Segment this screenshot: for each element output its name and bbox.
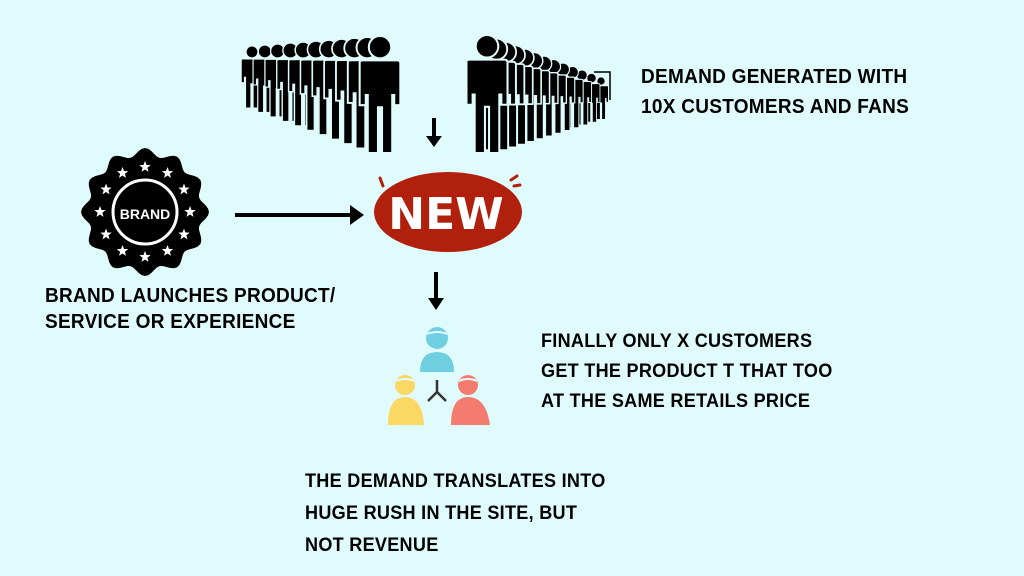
crowd-left-icon [240,34,402,155]
demand-text: DEMAND GENERATED WITH 10X CUSTOMERS AND … [641,62,923,122]
final-customers-text: FINALLY ONLY X CUSTOMERS GET THE PRODUCT… [541,327,848,417]
star-icon [94,206,106,217]
bottom-line-3: NOT REVENUE [305,535,439,556]
star-icon [100,183,112,195]
demand-line-2: 10X CUSTOMERS AND FANS [641,96,910,118]
star-icon [178,228,190,240]
star-icon [184,206,196,217]
star-icon [178,183,190,195]
crowd-right-icon [465,33,609,155]
svg-text:NEW: NEW [388,189,503,240]
arrow-down-bottom-icon [428,272,444,310]
demand-line-1: DEMAND GENERATED WITH [641,66,908,88]
brand-launch-text: BRAND LAUNCHES PRODUCT/ SERVICE OR EXPER… [45,283,351,335]
person-silhouette-icon [465,33,509,155]
customers-network-icon [388,327,490,425]
brand-badge-icon: BRAND [81,148,209,276]
svg-text:BRAND: BRAND [120,206,171,222]
person-red-icon [451,375,490,425]
star-icon [161,167,174,178]
star-icon [116,245,129,256]
star-icon [100,228,112,240]
brand-line-1: BRAND LAUNCHES PRODUCT/ [45,285,336,307]
star-icon [139,161,151,172]
arrow-down-top-icon [426,118,442,147]
bottom-line-1: THE DEMAND TRANSLATES INTO [305,471,606,492]
arrow-right-icon [235,205,364,225]
brand-line-2: SERVICE OR EXPERIENCE [45,311,296,333]
new-badge-icon: NEW [374,172,522,252]
star-icon [161,245,174,256]
person-blue-icon [420,327,454,372]
final-line-3: AT THE SAME RETAILS PRICE [541,391,811,412]
star-icon [139,251,151,262]
final-line-1: FINALLY ONLY X CUSTOMERS [541,331,813,352]
demand-translation-text: THE DEMAND TRANSLATES INTO HUGE RUSH IN … [305,466,621,562]
person-silhouette-icon [358,34,402,155]
bottom-line-2: HUGE RUSH IN THE SITE, BUT [305,503,578,524]
star-icon [116,167,129,178]
final-line-2: GET THE PRODUCT T THAT TOO [541,361,833,382]
person-yellow-icon [388,375,424,425]
bracket-line [594,71,611,100]
